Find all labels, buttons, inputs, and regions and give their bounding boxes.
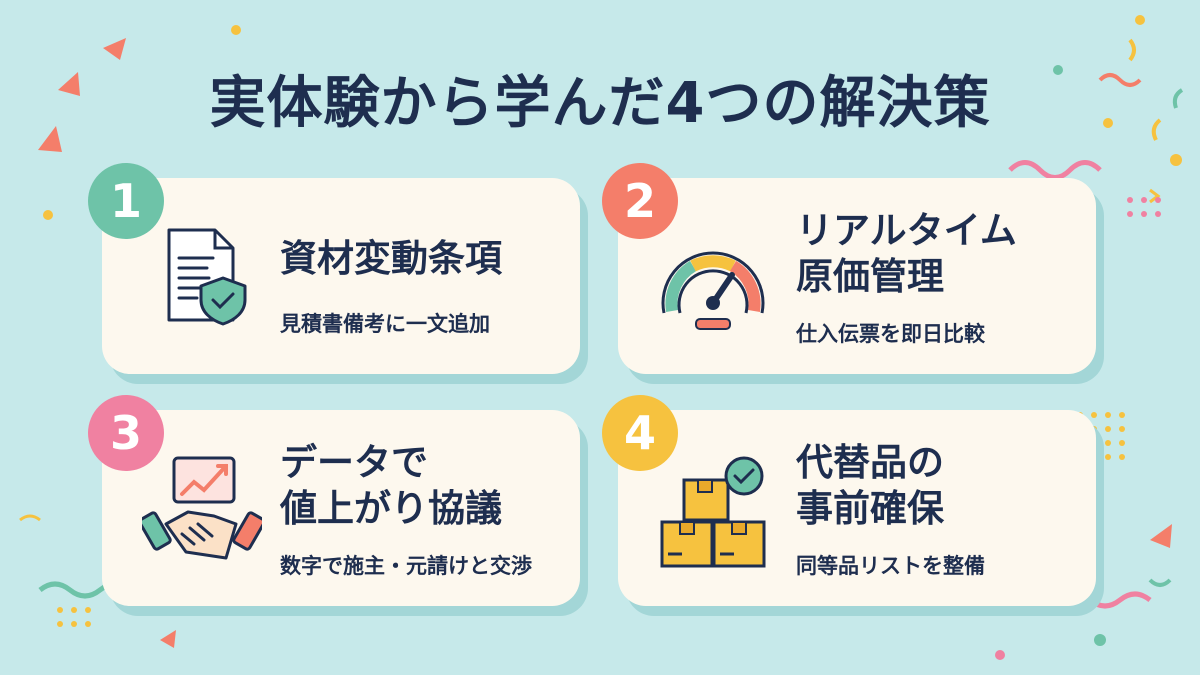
card-subtitle: 見積書備考に一文追加 — [280, 312, 490, 336]
number-badge-2: 2 — [602, 163, 678, 239]
card-title-line1: データで — [280, 441, 428, 484]
boxes-check-icon — [660, 456, 766, 568]
solution-card-3: データで 値上がり協議 数字で施主・元請けと交渉 — [102, 410, 580, 606]
number-badge-1: 1 — [88, 163, 164, 239]
card-title: 代替品の 事前確保 — [796, 440, 1086, 532]
card-title: 資材変動条項 — [280, 237, 502, 280]
shield-document-icon — [167, 228, 247, 326]
card-subtitle: 同等品リストを整備 — [796, 554, 985, 578]
solution-card-2: リアルタイム 原価管理 仕入伝票を即日比較 — [618, 178, 1096, 374]
card-title: データで 値上がり協議 — [280, 440, 570, 532]
card-title-line2: 値上がり協議 — [280, 487, 502, 530]
solution-card-4: 代替品の 事前確保 同等品リストを整備 — [618, 410, 1096, 606]
number-badge-3: 3 — [88, 395, 164, 471]
page-title: 実体験から学んだ4つの解決策 — [209, 71, 991, 136]
handshake-chart-icon — [142, 456, 262, 560]
solution-card-1: 資材変動条項 見積書備考に一文追加 — [102, 178, 580, 374]
number-badge-4: 4 — [602, 395, 678, 471]
card-subtitle: 数字で施主・元請けと交渉 — [280, 554, 532, 578]
speedometer-gauge-icon — [661, 251, 765, 330]
card-title-line1: リアルタイム — [796, 209, 1017, 252]
card-title-line1: 代替品の — [796, 441, 944, 484]
card-title: リアルタイム 原価管理 — [796, 208, 1086, 300]
card-title-line2: 原価管理 — [796, 255, 944, 298]
card-title-line2: 事前確保 — [796, 487, 944, 530]
card-subtitle: 仕入伝票を即日比較 — [796, 322, 985, 346]
